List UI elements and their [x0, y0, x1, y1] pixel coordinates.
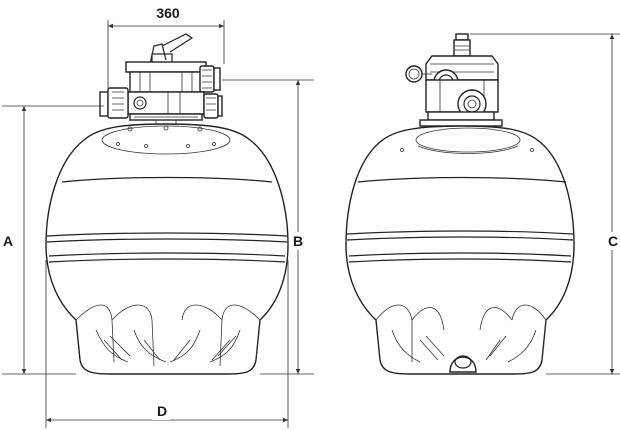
dimension-a: A [0, 105, 104, 375]
dim-label-d: D [157, 403, 167, 419]
side-view-filter [345, 33, 575, 375]
dimension-top-360: 360 [107, 5, 225, 100]
side-tank-body [345, 125, 575, 375]
dimension-d: D [45, 260, 289, 428]
dim-label-top: 360 [156, 5, 180, 21]
front-view-filter [45, 33, 289, 375]
dim-label-b: B [293, 233, 303, 249]
front-multiport-valve [99, 33, 223, 125]
dimension-b: B [222, 79, 314, 375]
side-multiport-valve [405, 33, 503, 127]
dim-label-c: C [608, 233, 618, 249]
front-tank-body [45, 123, 289, 375]
dimension-c: C [470, 33, 620, 375]
dim-label-a: A [3, 233, 13, 249]
